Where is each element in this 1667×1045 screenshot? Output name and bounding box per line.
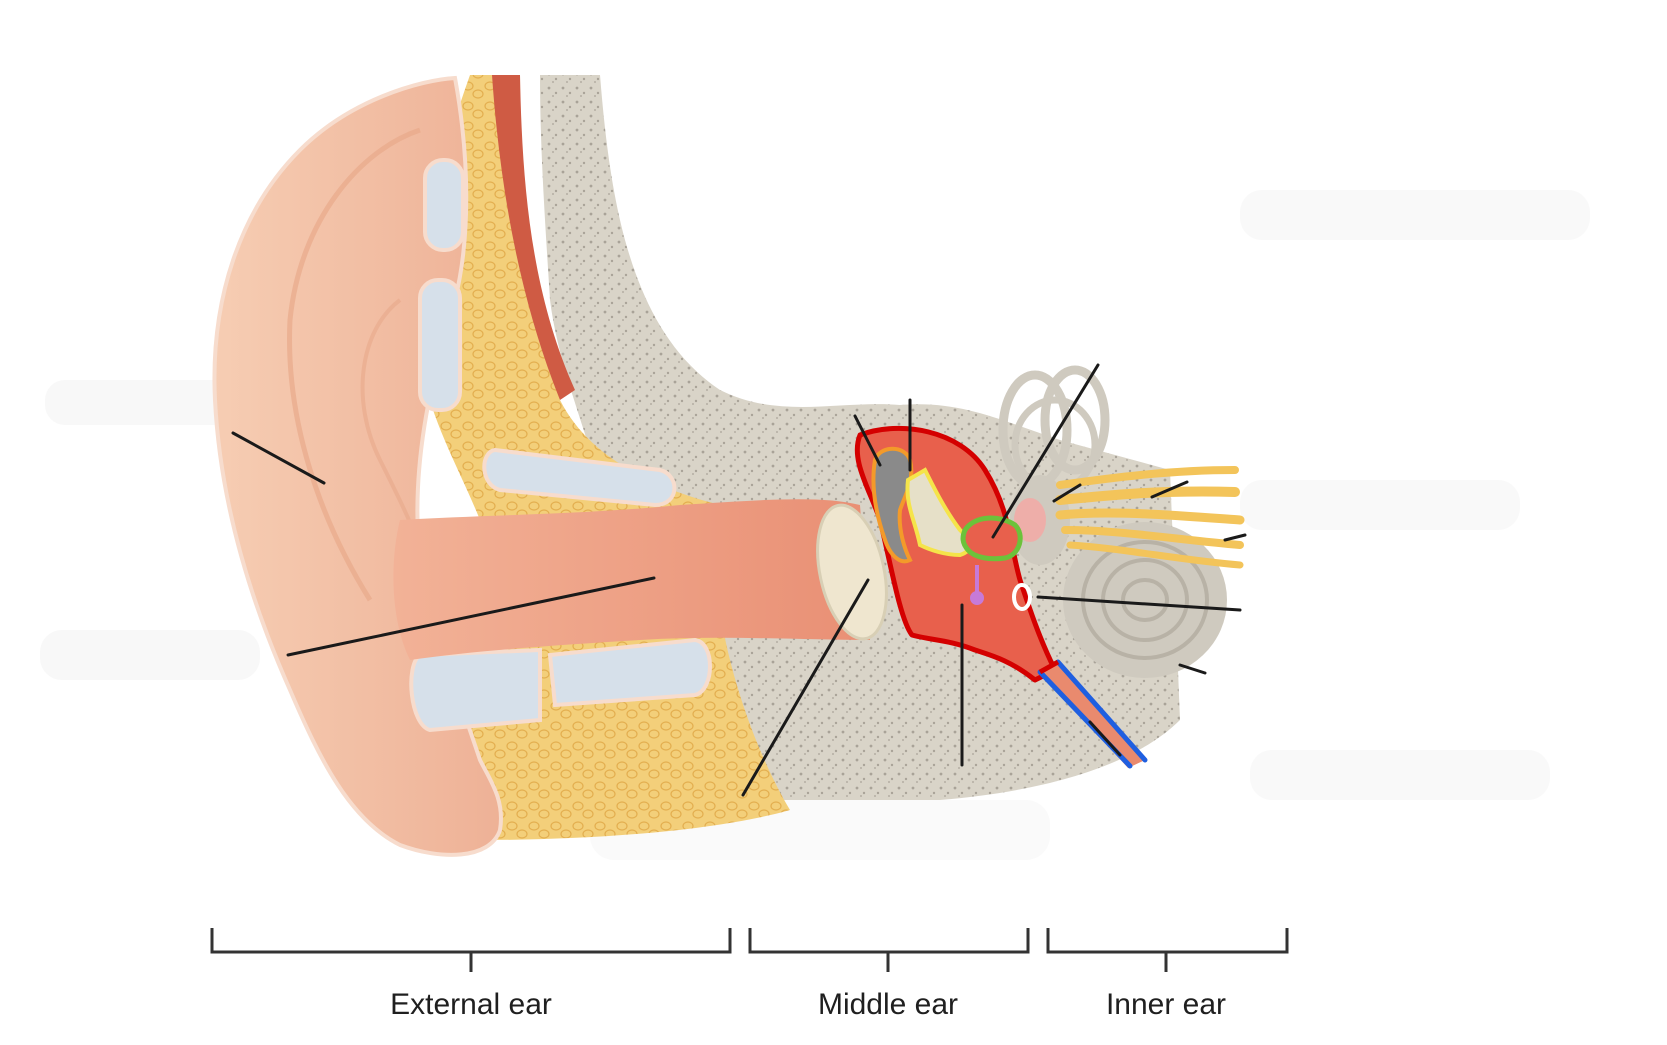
leader-cochlea (1178, 663, 1207, 675)
helix-fold (287, 127, 421, 602)
leader-stapes (991, 363, 1100, 539)
label-middle-ear: Middle ear (818, 988, 958, 1021)
stapes (960, 515, 1023, 562)
fat-tissue-upper (418, 75, 720, 520)
cartilage-upper-3 (482, 447, 677, 508)
cartilage-upper-2 (418, 278, 462, 412)
cartilage-upper-1 (423, 158, 465, 252)
round-window (1012, 583, 1032, 611)
muscle-marker (970, 565, 984, 605)
label-inner-ear: Inner ear (1106, 988, 1226, 1021)
ear-canal (393, 499, 870, 660)
leader-nerve-2 (1223, 533, 1247, 542)
leader-nerve-1 (1150, 480, 1189, 499)
leader-ear-canal (286, 576, 656, 657)
cartilage-lower-2 (547, 637, 712, 708)
oval-window (1014, 498, 1046, 542)
leader-auditory-tube (1088, 720, 1122, 757)
bracket-middle (748, 928, 1030, 972)
vestibulocochlear-nerve (1055, 466, 1245, 569)
muscle-strip (492, 75, 575, 400)
tympanic-membrane (816, 503, 888, 641)
semicircular-canals (998, 365, 1110, 494)
leader-vestibular-nerve (1052, 483, 1082, 503)
leader-auricle (231, 431, 326, 485)
bracket-inner (1046, 928, 1289, 972)
leader-malleus (853, 414, 882, 467)
region-brackets (210, 928, 1289, 972)
label-external-ear: External ear (390, 988, 552, 1021)
leader-lines (231, 363, 1247, 797)
cartilage-lower-1 (409, 647, 542, 733)
leader-round-window (1036, 595, 1242, 612)
bracket-external (210, 928, 732, 972)
leader-tympanic-membrane (741, 578, 870, 797)
auditory-tube-red-edge (1038, 659, 1060, 675)
auditory-tube (1040, 662, 1145, 768)
incus (905, 467, 972, 558)
